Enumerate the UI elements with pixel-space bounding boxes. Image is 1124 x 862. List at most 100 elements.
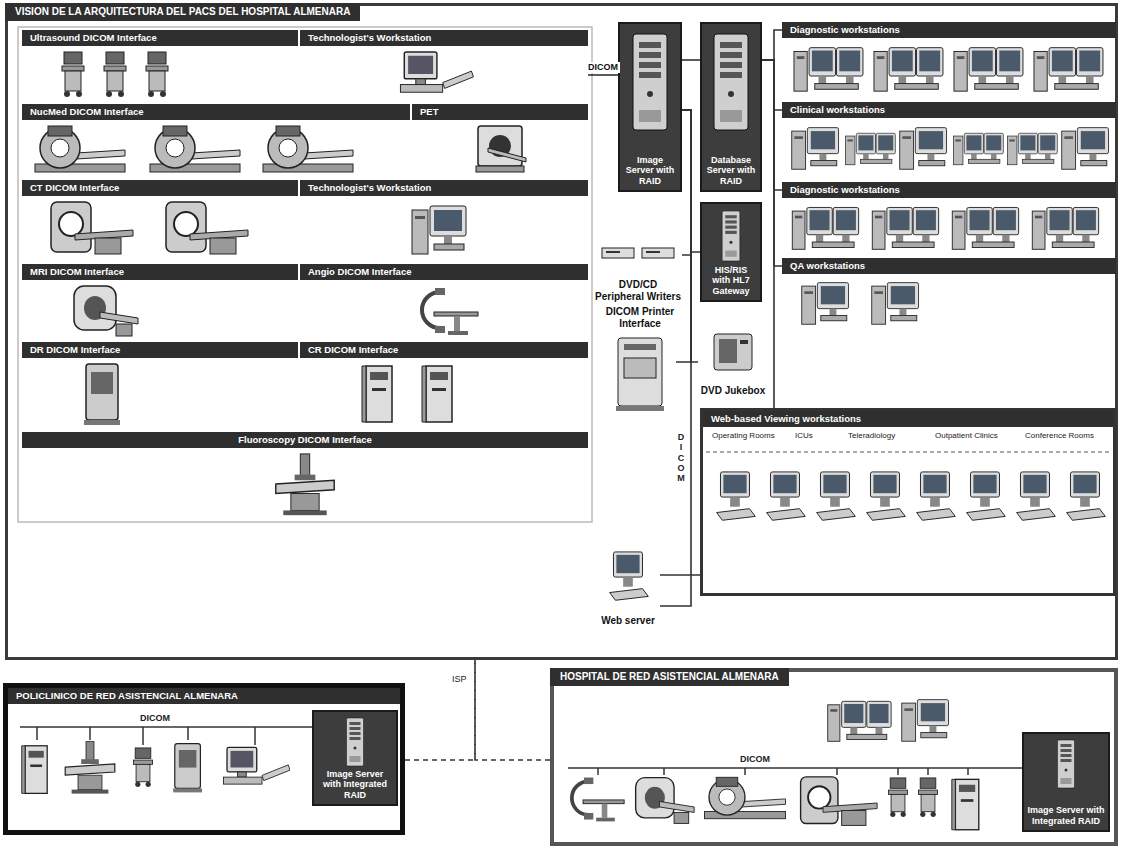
- fluoroscopy-icon: [65, 742, 115, 794]
- ultrasound-icon: [62, 52, 84, 97]
- server-box: HIS/RIS with HL7 Gateway: [700, 202, 762, 302]
- nucmed-icon: [35, 126, 125, 172]
- group-heading: Diagnostic workstations: [782, 22, 1116, 38]
- workstation-group: Diagnostic workstations: [782, 22, 1116, 98]
- group-heading: HOSPITAL DE RED ASISTENCIAL ALMENARA: [550, 668, 789, 686]
- group-heading: CT DICOM Interface: [22, 180, 298, 196]
- box-label: Database Server with RAID: [705, 155, 757, 186]
- ultrasound-icon: [104, 52, 126, 97]
- server-icon: [714, 34, 748, 130]
- connector: [682, 110, 691, 255]
- web-viewer-icon: [967, 472, 1006, 520]
- group-heading: QA workstations: [782, 258, 1116, 274]
- server-icon: [722, 211, 740, 261]
- bus-drop: [897, 768, 899, 775]
- cr-icon: [362, 366, 392, 422]
- workstation-icon: [802, 283, 849, 325]
- location-label: Conference Rooms: [1025, 431, 1094, 440]
- server-icon: [1049, 739, 1083, 789]
- web-viewer-icon: [867, 472, 906, 520]
- printer-icon: [616, 338, 664, 411]
- workstation-icon: [792, 207, 858, 249]
- modality-group: CR DICOM Interface: [300, 342, 588, 428]
- web-viewer-icon: [817, 472, 856, 520]
- workstation-group: Technologist's Workstation: [300, 180, 588, 260]
- mri-icon: [74, 286, 138, 336]
- nucmed-icon: [263, 126, 353, 172]
- group-heading: Web-based Viewing workstations: [703, 411, 1113, 427]
- group-heading: Clinical workstations: [782, 102, 1116, 118]
- web-viewer-icon: [1017, 472, 1056, 520]
- server-icon: [347, 718, 364, 766]
- workstation-icon: [954, 48, 1023, 91]
- server-box: Database Server with RAID: [700, 22, 762, 192]
- server-box: Image Server with Integrated RAID: [312, 710, 398, 806]
- box-label: DVD/CD Peripheral Writers: [594, 279, 682, 302]
- ct-icon: [801, 777, 878, 826]
- web-viewer-icon: [1067, 472, 1106, 520]
- workstation-group: Diagnostic workstations: [782, 182, 1116, 256]
- modality-group: Angio DICOM Interface: [300, 264, 588, 338]
- connector: [588, 74, 618, 76]
- group-heading: NucMed DICOM Interface: [22, 104, 410, 120]
- workstation-icon: [845, 133, 895, 164]
- server-icon: [338, 717, 372, 767]
- workstation-icon: [900, 128, 947, 170]
- dr-icon: [173, 744, 202, 793]
- server-icon: [630, 32, 670, 132]
- location-label: Teleradiology: [848, 431, 895, 440]
- angio-icon: [572, 778, 624, 822]
- connector: [762, 30, 782, 60]
- device: DVD/CD Peripheral Writers: [594, 236, 682, 302]
- modality-group: PET: [412, 104, 588, 176]
- bus-drop: [744, 768, 746, 775]
- ultrasound-icon: [133, 748, 152, 787]
- workstation-icon: [1007, 133, 1057, 164]
- connector-label: DICOM: [586, 62, 620, 73]
- bus-line: [568, 767, 1022, 769]
- server-icon: [1058, 740, 1075, 788]
- protocol-label: DICOM: [677, 432, 685, 484]
- ct-icon: [51, 202, 133, 254]
- bus-drop: [89, 727, 91, 740]
- group-heading: CR DICOM Interface: [300, 342, 588, 358]
- jukebox-icon: [714, 334, 752, 370]
- ultrasound-icon: [888, 778, 907, 817]
- modality-group: Fluoroscopy DICOM Interface: [22, 432, 588, 518]
- ct-icon: [166, 202, 248, 254]
- dashed-divider: [706, 452, 1110, 453]
- dvd-writer-icon: [602, 248, 674, 258]
- mri-icon: [636, 778, 695, 824]
- location-label: ICUs: [795, 431, 813, 440]
- bus-drop: [187, 727, 189, 740]
- connector: [660, 574, 700, 576]
- workstation-group: Clinical workstations: [782, 102, 1116, 178]
- connector: [762, 60, 782, 190]
- connector: [762, 60, 782, 266]
- bus-drop: [254, 727, 256, 745]
- box-label: DVD Jukebox: [698, 385, 768, 397]
- bus-line: [20, 726, 312, 728]
- bus-drop: [142, 727, 144, 745]
- workstation-icon: [902, 700, 949, 742]
- group-heading: VISION DE LA ARQUITECTURA DEL PACS DEL H…: [5, 3, 360, 21]
- modality-panel: [18, 27, 592, 522]
- modality-group: NucMed DICOM Interface: [22, 104, 410, 176]
- cr-icon: [952, 779, 979, 829]
- server-icon: [633, 34, 667, 130]
- nucmed-icon: [705, 777, 786, 818]
- device: DVD Jukebox: [698, 330, 768, 396]
- location-label: Operating Rooms: [712, 431, 775, 440]
- web-viewer-icon: [767, 472, 806, 520]
- device: Web server: [596, 548, 660, 626]
- workstation-icon: [1062, 128, 1109, 170]
- nucmed-icon: [150, 126, 240, 172]
- group-heading: MRI DICOM Interface: [22, 264, 298, 280]
- workstation-icon: [400, 52, 473, 92]
- network-label: ISP: [452, 674, 467, 684]
- workstation-icon: [952, 207, 1018, 249]
- box-label: Image Server with RAID: [623, 155, 677, 186]
- cr-icon: [422, 366, 452, 422]
- group-heading: Technologist's Workstation: [300, 30, 588, 46]
- box-label: Web server: [596, 615, 660, 627]
